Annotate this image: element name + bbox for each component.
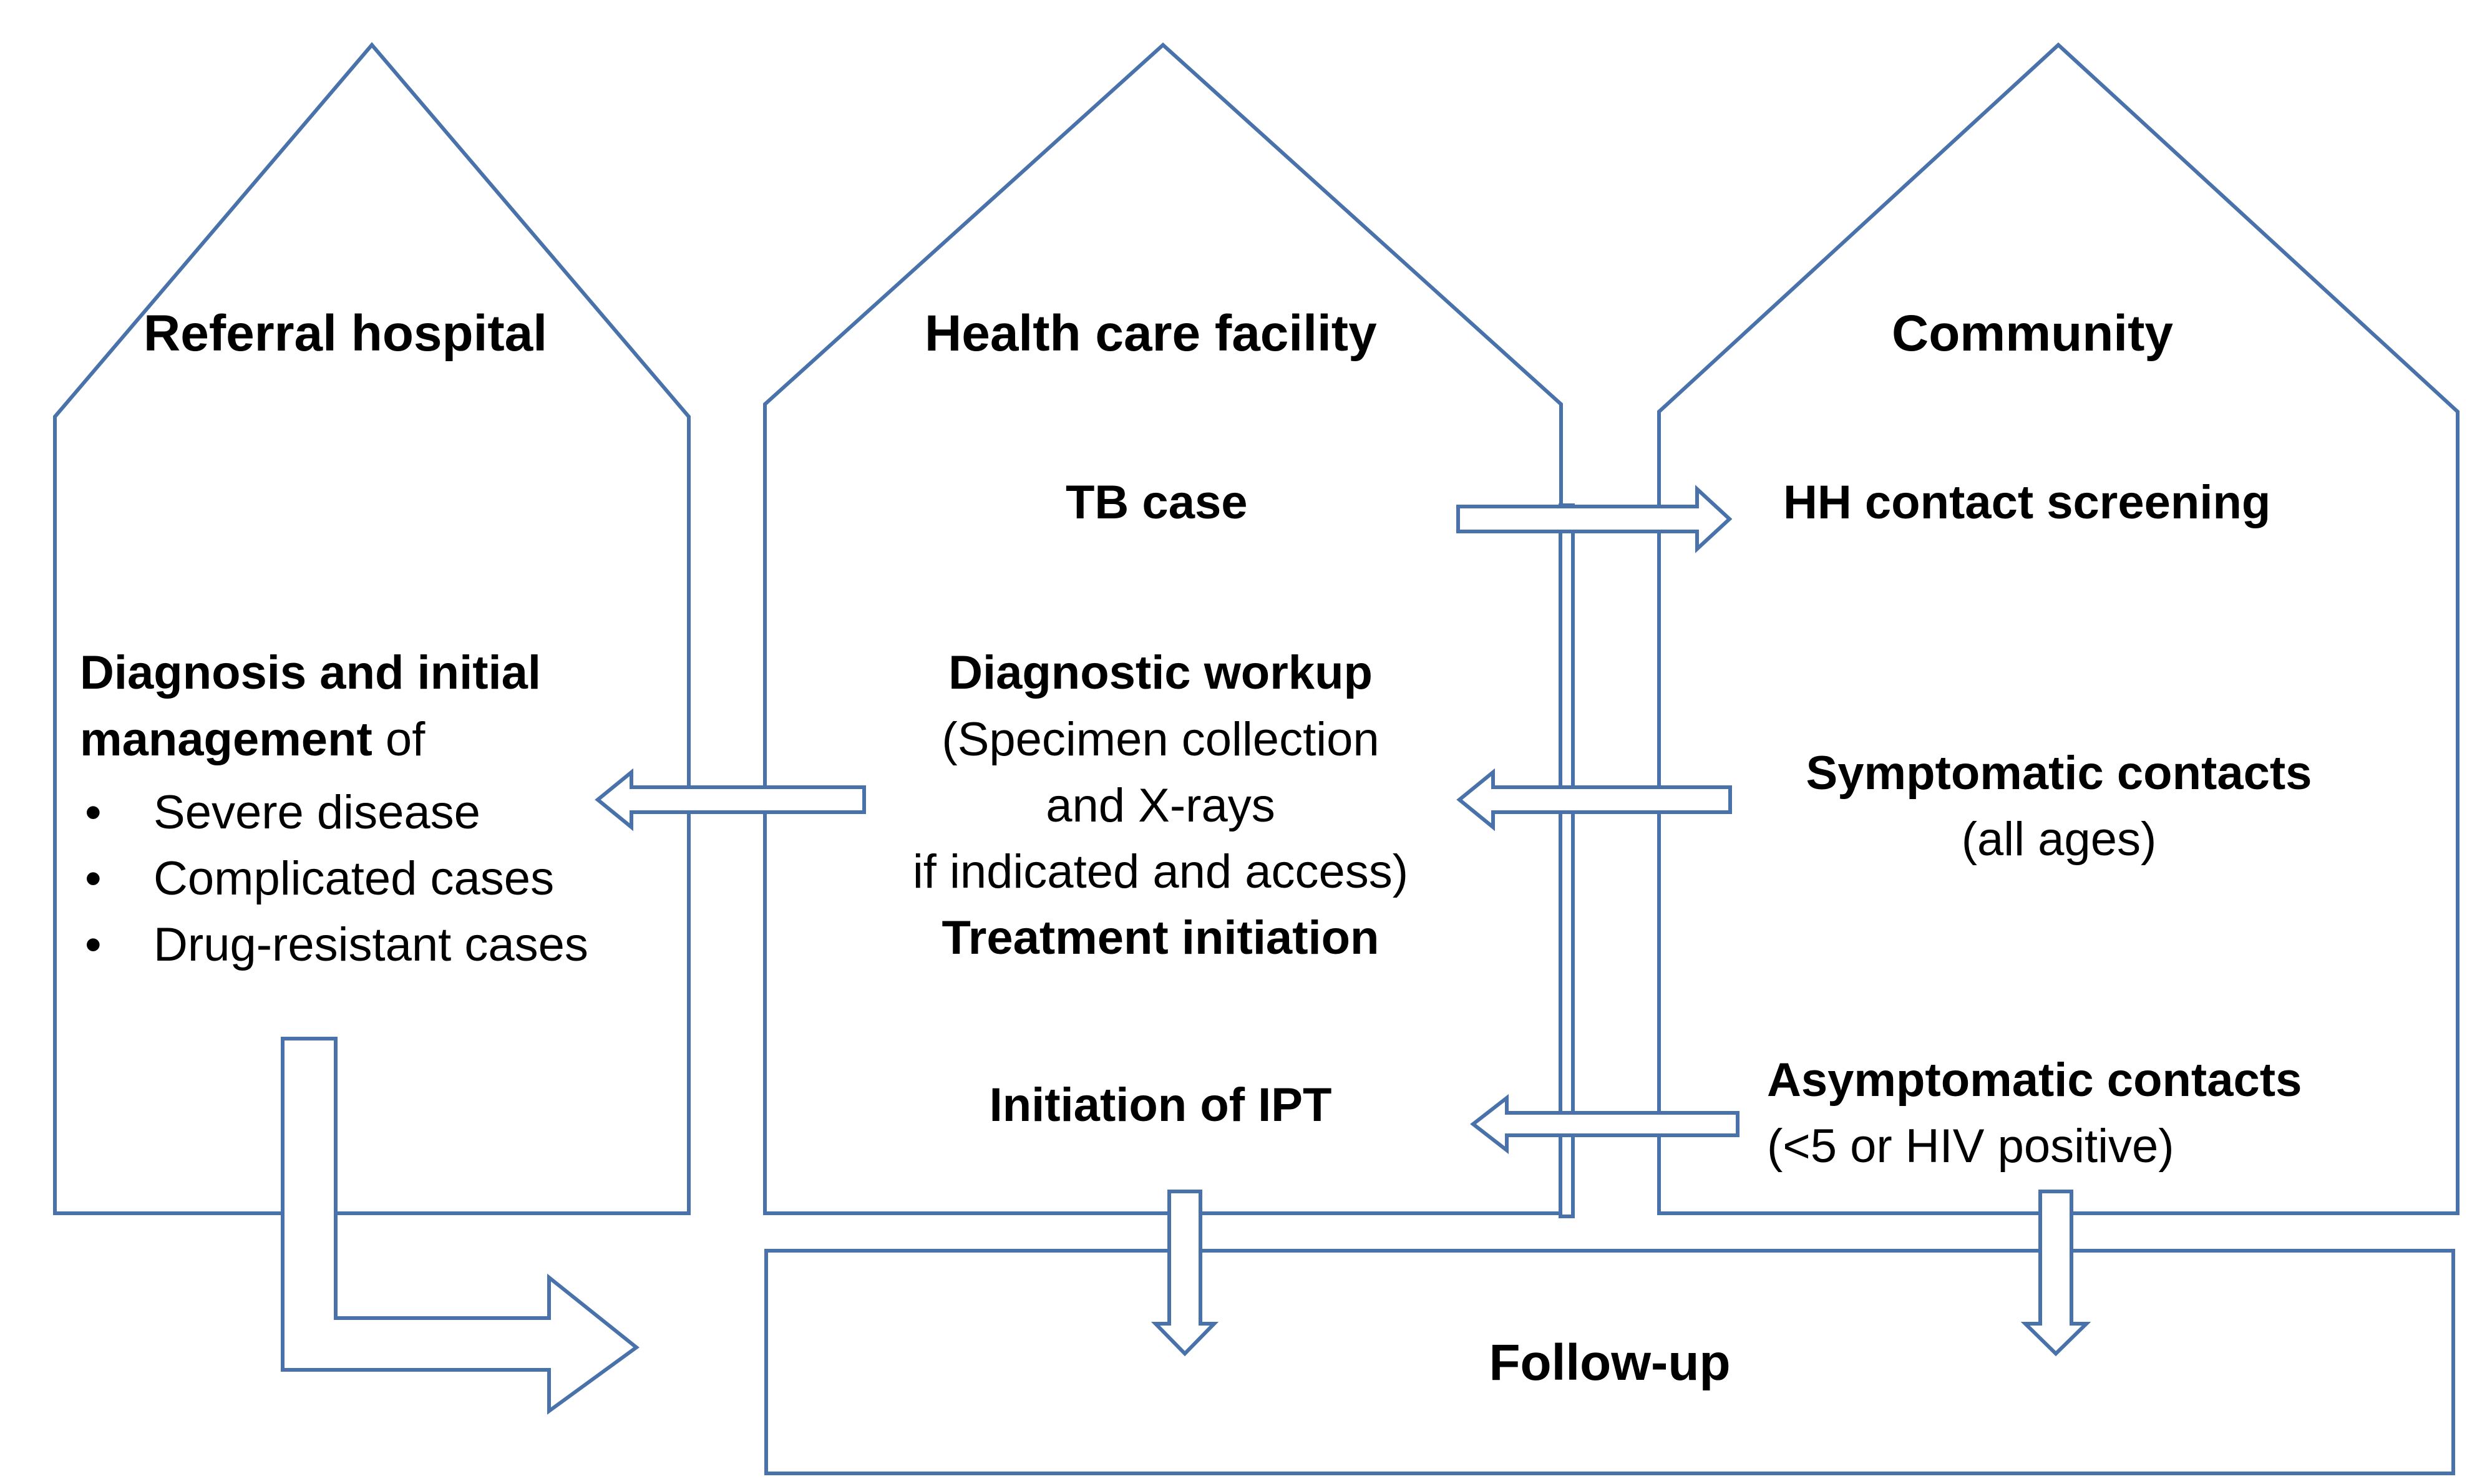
arrow-tb-to-screening: [1456, 485, 1733, 553]
arrow-asymptomatic-to-ipt: [1470, 1094, 1740, 1155]
asymptomatic-contacts-sub: (<5 or HIV positive): [1767, 1120, 2174, 1173]
referral-heading-of: of: [372, 713, 426, 766]
follow-up-box: [764, 1249, 2455, 1475]
list-item: • Complicated cases: [80, 846, 588, 912]
referral-heading-line2: management of: [80, 712, 425, 767]
bullet-text: Severe disease: [153, 786, 480, 839]
bullet-text: Complicated cases: [153, 852, 555, 905]
health-facility-house: [763, 42, 1563, 1215]
arrow-facility-to-followup: [1151, 1190, 1219, 1357]
bullet-icon: •: [85, 918, 102, 971]
diagnostic-detail-line2: and X-rays: [1046, 779, 1275, 832]
follow-up-label: Follow-up: [1489, 1334, 1731, 1391]
diagnostic-workup-label: Diagnostic workup: [948, 646, 1373, 699]
health-facility-title: Health care facility: [925, 305, 1377, 362]
bullet-icon: •: [85, 786, 102, 839]
bullet-text: Drug-resistant cases: [153, 918, 588, 971]
symptomatic-contacts-label: Symptomatic contacts: [1806, 747, 2312, 800]
diagnostic-detail-line1: (Specimen collection: [942, 713, 1379, 766]
community-title: Community: [1892, 305, 2173, 362]
list-item: • Severe disease: [80, 780, 588, 846]
vertical-connector: [1559, 503, 1575, 1218]
tb-case-label: TB case: [1066, 476, 1248, 529]
hh-contact-screening-label: HH contact screening: [1783, 476, 2271, 529]
arrow-facility-to-referral: [595, 768, 866, 832]
asymptomatic-contacts-label: Asymptomatic contacts: [1767, 1054, 2302, 1107]
ipt-initiation-label: Initiation of IPT: [989, 1079, 1332, 1132]
list-item: • Drug-resistant cases: [80, 912, 588, 978]
referral-bullet-list: • Severe disease • Complicated cases • Drug…: [80, 780, 588, 978]
bullet-icon: •: [85, 852, 102, 905]
community-house: [1657, 42, 2460, 1215]
referral-hospital-title: Referral hospital: [144, 305, 548, 362]
treatment-initiation-label: Treatment initiation: [942, 911, 1379, 964]
arrow-symptomatic-to-facility: [1456, 768, 1732, 832]
referral-heading-management: management: [80, 713, 372, 766]
arrow-referral-to-followup: [281, 1037, 640, 1415]
referral-hospital-house: [53, 42, 691, 1215]
referral-heading-line1: Diagnosis and initial: [80, 646, 541, 699]
symptomatic-contacts-sub: (all ages): [1961, 813, 2157, 866]
diagnostic-detail-line3: if indicated and access): [912, 845, 1409, 898]
arrow-community-to-followup: [2020, 1190, 2091, 1357]
